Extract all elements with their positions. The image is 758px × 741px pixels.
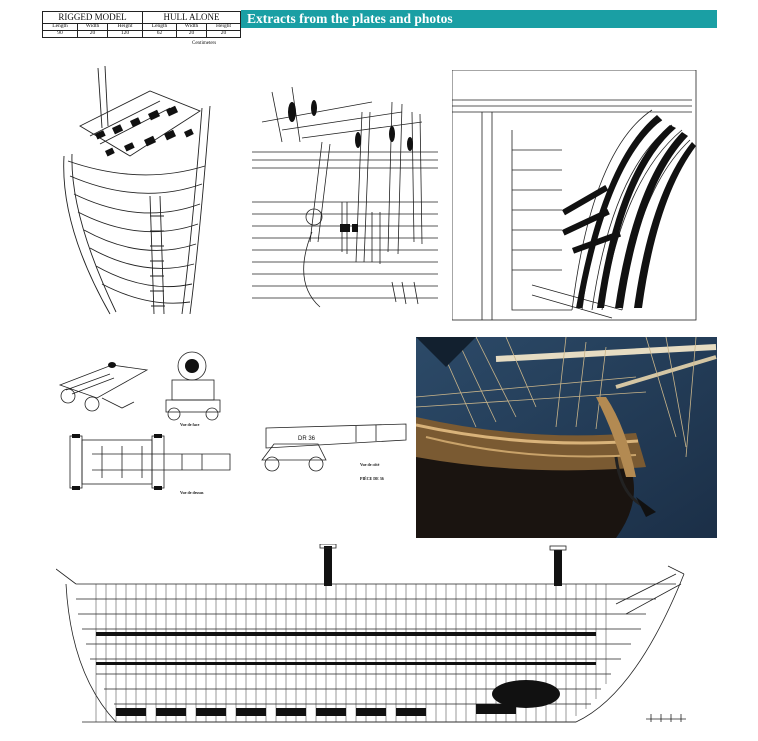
value-cell: 90 xyxy=(42,30,78,38)
ship-model-photo xyxy=(416,337,717,538)
cannon-perspective-drawing xyxy=(52,350,152,420)
hull-alone-header: HULL ALONE xyxy=(142,11,241,24)
cannon-top-label: Vue de dessus xyxy=(180,490,204,495)
hull-interior-drawing xyxy=(452,70,722,322)
cannon-front-drawing: Vue de face xyxy=(162,348,234,430)
section-title: Extracts from the plates and photos xyxy=(241,10,717,28)
cannon-side-label: Vue de côté xyxy=(360,462,380,467)
cannon-marking-text: DR 36 xyxy=(298,436,316,442)
units-label: Centimeters xyxy=(192,41,217,46)
rigged-model-header: RIGGED MODEL xyxy=(42,11,143,24)
deck-rigging-drawing xyxy=(252,82,438,314)
ship-longitudinal-section xyxy=(56,544,692,734)
bow-frame-drawing xyxy=(50,66,220,316)
cannon-front-label: Vue de face xyxy=(180,422,200,427)
dimensions-table: RIGGED MODEL HULL ALONE Length Width Hei… xyxy=(42,11,241,38)
cannon-side-drawing: DR 36 Vue de côté PIÈCE DE 36 xyxy=(256,414,414,489)
value-cell: 120 xyxy=(107,30,143,38)
value-cell: 20 xyxy=(77,30,108,38)
value-cell: 62 xyxy=(142,30,177,38)
value-cell: 20 xyxy=(176,30,207,38)
cannon-top-drawing: Vue de dessus xyxy=(62,428,234,508)
value-cell: 20 xyxy=(206,30,241,38)
cannon-piece-label: PIÈCE DE 36 xyxy=(360,476,384,481)
